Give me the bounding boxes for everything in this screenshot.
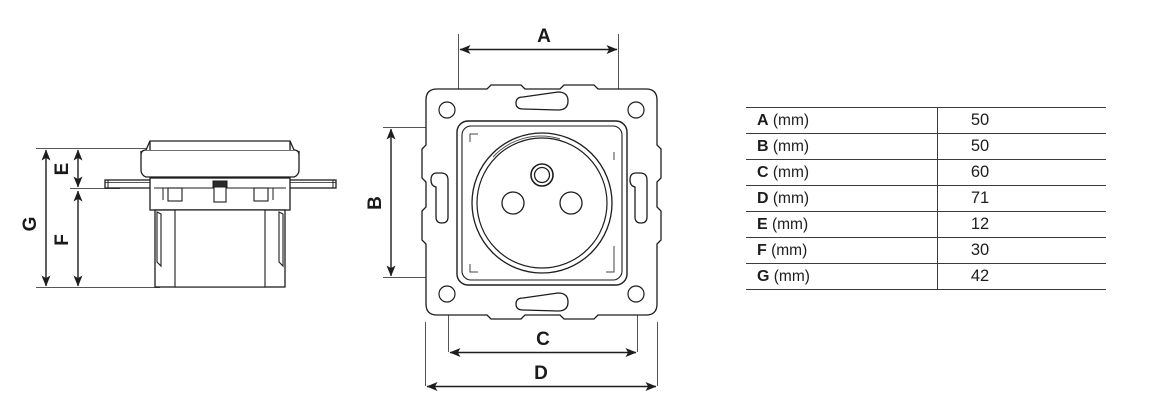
dimension-label-D: D	[534, 363, 548, 384]
table-row: B (mm) 50	[746, 133, 1106, 160]
dimension-key-letter: B	[757, 137, 769, 155]
table-row: D (mm) 71	[746, 185, 1106, 212]
dimension-key-letter: C	[757, 163, 769, 181]
dimension-key-cell: A (mm)	[746, 107, 938, 134]
socket-disc-inner	[476, 137, 608, 269]
keyhole-slot-bottom	[515, 292, 569, 312]
claw-slot-right	[629, 172, 648, 224]
claw-slot-left	[430, 172, 449, 224]
dimension-value-cell: 42	[937, 263, 1106, 290]
screw-boss-bottom-left	[438, 285, 456, 303]
dimension-key-unit: (mm)	[772, 163, 810, 181]
dimension-value-cell: 12	[937, 211, 1106, 238]
side-cap-bevel	[145, 140, 295, 151]
dimension-key-unit: (mm)	[773, 267, 810, 285]
side-back-box	[154, 209, 286, 288]
dimension-key-cell: D (mm)	[746, 185, 938, 212]
dimension-value-cell: 50	[937, 107, 1106, 134]
socket-disc-highlight	[492, 135, 561, 158]
table-row: E (mm) 12	[746, 211, 1106, 238]
dimension-key-unit: (mm)	[772, 111, 810, 129]
dimension-key-letter: E	[757, 215, 768, 233]
table-row: F (mm) 30	[746, 237, 1106, 264]
dimension-key-letter: G	[757, 267, 770, 285]
frame-corner-ticks	[469, 133, 615, 273]
dimension-key-letter: A	[757, 111, 769, 129]
dimension-key-letter: F	[757, 241, 767, 259]
dimension-key-cell: F (mm)	[746, 237, 938, 264]
screw-boss-top-left	[438, 101, 456, 119]
dimension-value-cell: 30	[937, 237, 1106, 264]
side-top-cap	[140, 149, 300, 178]
dimension-key-cell: B (mm)	[746, 133, 938, 160]
dimension-key-letter: D	[757, 189, 769, 207]
side-section-view	[36, 140, 337, 288]
dimension-key-unit: (mm)	[772, 137, 810, 155]
earth-pin-inner	[533, 166, 551, 184]
dimension-label-F: F	[52, 234, 73, 246]
dimension-label-E: E	[52, 163, 73, 176]
table-row: A (mm) 50	[746, 107, 1106, 134]
socket-hole-right	[559, 191, 583, 215]
screw-boss-top-right	[627, 101, 645, 119]
dimension-key-unit: (mm)	[771, 215, 809, 233]
front-view	[421, 84, 662, 320]
dimension-key-unit: (mm)	[772, 189, 810, 207]
screw-boss-bottom-right	[627, 285, 645, 303]
dimension-value-cell: 71	[937, 185, 1106, 212]
table-row: G (mm) 42	[746, 263, 1106, 290]
dimension-value-cell: 60	[937, 159, 1106, 186]
dimension-spec-table: A (mm) 50 B (mm) 50 C (mm) 60	[746, 107, 1106, 290]
dimension-label-G: G	[20, 217, 41, 232]
dimension-label-C: C	[536, 329, 550, 350]
side-insert-body	[149, 177, 291, 211]
dimension-label-B: B	[365, 196, 386, 210]
dimension-key-cell: E (mm)	[746, 211, 938, 238]
dimension-key-unit: (mm)	[771, 241, 808, 259]
dimension-label-A: A	[537, 26, 551, 47]
dimension-key-cell: C (mm)	[746, 159, 938, 186]
dimension-key-cell: G (mm)	[746, 263, 938, 290]
table-row: C (mm) 60	[746, 159, 1106, 186]
dimension-value-cell: 50	[937, 133, 1106, 160]
keyhole-slot-top	[515, 91, 569, 111]
socket-hole-left	[501, 191, 525, 215]
